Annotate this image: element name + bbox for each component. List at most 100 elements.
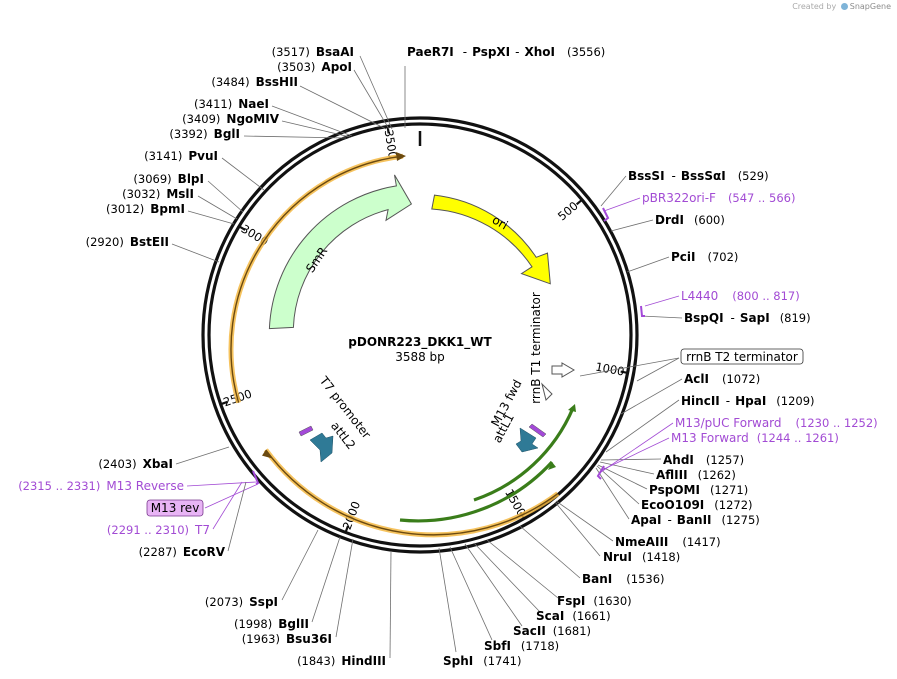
label-bgli[interactable]: (3392)BglI	[169, 127, 240, 141]
label-fspi[interactable]: FspI(1630)	[557, 594, 632, 608]
attl2-feature[interactable]	[309, 432, 334, 463]
leader-blpi	[207, 180, 244, 213]
label-aflii[interactable]: AflIII(1262)	[656, 468, 736, 482]
leader-hincii	[605, 399, 680, 453]
label-pvui[interactable]: (3141)PvuI	[144, 149, 218, 163]
leader-acli	[620, 378, 683, 415]
leader-bani	[519, 525, 581, 579]
label-sphi[interactable]: SphI(1741)	[443, 654, 522, 668]
leader-bsaai	[359, 55, 393, 130]
leader-msli	[197, 195, 238, 220]
label-pcii[interactable]: PciI(702)	[671, 250, 738, 264]
leader-drdi	[610, 219, 654, 232]
label-paer7i[interactable]: PaeR7I-PspXI-XhoI(3556)	[407, 45, 605, 59]
snapgene-credit: Created by SnapGene	[792, 2, 891, 11]
leader-sphi	[438, 547, 457, 653]
label-nmeaiii[interactable]: NmeAIII(1417)	[615, 535, 721, 549]
rrnb-t1-terminator-arrow[interactable]	[551, 362, 575, 378]
leader-bgli	[243, 135, 347, 139]
label-bsteii[interactable]: (2920)BstEII	[86, 235, 169, 249]
orf-arrowhead-left	[396, 152, 406, 161]
leader-bpmi	[187, 210, 235, 225]
orf-green-outer-head	[548, 462, 556, 470]
label-apoi[interactable]: (3503)ApoI	[277, 60, 352, 74]
pbr322ori-primer-mark	[602, 207, 610, 222]
label-msli[interactable]: (3032)MslI	[122, 187, 194, 201]
label-xbai[interactable]: (2403)XbaI	[98, 457, 173, 471]
m13-fwd-feature[interactable]	[528, 423, 547, 438]
leader-t7	[212, 481, 243, 530]
label-ngomiv[interactable]: (3409)NgoMIV	[182, 112, 280, 126]
label-sacii[interactable]: SacII(1681)	[513, 624, 591, 638]
leader-m13fwd	[601, 437, 670, 471]
label-bsu36i[interactable]: (1963)Bsu36I	[242, 632, 332, 646]
label-t7-primer[interactable]: (2291 .. 2310)T7	[107, 523, 210, 537]
orf-green-inner	[473, 407, 575, 502]
leader-pcii	[626, 256, 670, 273]
label-ahdi[interactable]: AhdI(1257)	[663, 453, 744, 467]
label-acli[interactable]: AclI(1072)	[684, 372, 760, 386]
label-bpmi[interactable]: (3012)BpmI	[106, 202, 185, 216]
label-scai[interactable]: ScaI(1661)	[536, 609, 611, 623]
label-bspqi[interactable]: BspQI-SapI(819)	[684, 311, 811, 325]
leader-nrui	[554, 501, 601, 557]
m13-rev-box-label: M13 rev	[151, 501, 200, 515]
backbone-outer-ring	[201, 116, 639, 554]
label-leaders	[171, 55, 683, 659]
label-bani[interactable]: BanI(1536)	[582, 572, 665, 586]
orf-arrowhead-bottom	[262, 449, 273, 459]
attl1-feature[interactable]	[515, 427, 539, 453]
label-naei[interactable]: (3411)NaeI	[194, 97, 269, 111]
label-bsssi[interactable]: BssSI-BssSαI(529)	[628, 169, 769, 183]
rrnb-t2-terminator-box[interactable]	[680, 348, 804, 365]
label-l4440-primer[interactable]: L4440(800 .. 817)	[681, 289, 800, 303]
label-m13-puc-forward-primer[interactable]: M13/pUC Forward(1230 .. 1252)	[675, 416, 878, 430]
l4440-primer-mark	[640, 305, 645, 317]
leader-ahdi	[600, 458, 662, 461]
plasmid-name: pDONR223_DKK1_WT	[348, 335, 492, 350]
label-bsaai[interactable]: (3517)BsaAI	[272, 45, 354, 59]
label-sspi[interactable]: (2073)SspI	[205, 595, 278, 609]
label-apai[interactable]: ApaI-BanII(1275)	[631, 513, 760, 527]
leader-sacii	[464, 543, 523, 627]
rrnb-t1-terminator-small-arrow[interactable]	[541, 382, 553, 401]
smr-feature-arrow[interactable]	[268, 174, 413, 330]
ruler-label-1000: 1000	[594, 360, 625, 379]
label-blpi[interactable]: (3069)BlpI	[133, 172, 204, 186]
leader-ngomiv	[281, 120, 351, 138]
leader-pvui	[221, 157, 265, 191]
leader-aflii	[599, 461, 655, 475]
label-hincii[interactable]: HincII-HpaI(1209)	[681, 394, 815, 408]
label-m13-forward-primer[interactable]: M13 Forward(1244 .. 1261)	[671, 431, 839, 445]
label-hindiii[interactable]: (1843)HindIII	[297, 654, 386, 668]
leader-hindiii	[389, 550, 392, 659]
m13-reverse-primer-mark	[252, 470, 260, 485]
rrnb-t2-terminator-label: rrnB T2 terminator	[686, 350, 798, 364]
label-sbfi[interactable]: SbfI(1718)	[484, 639, 559, 653]
ori-feature-arrow[interactable]	[431, 194, 551, 285]
leader-bspqi	[640, 315, 683, 319]
label-bsshii[interactable]: (3484)BssHII	[211, 75, 298, 89]
label-pbr322ori-primer[interactable]: pBR322ori-F(547 .. 566)	[642, 191, 795, 205]
leader-pbr322ori	[603, 197, 641, 212]
label-bglii[interactable]: (1998)BglII	[234, 617, 309, 631]
t7-promoter-feature[interactable]	[298, 425, 314, 437]
leader-pspomi	[597, 464, 648, 490]
label-drdi[interactable]: DrdI(600)	[655, 213, 725, 227]
leader-sbfi	[449, 546, 493, 641]
m13-rev-box[interactable]	[146, 499, 204, 517]
label-m13-reverse-primer[interactable]: (2315 .. 2331)M13 Reverse	[18, 479, 184, 493]
ruler-tick-500	[575, 198, 584, 206]
leader-rrnbt2	[579, 357, 680, 377]
label-eco0109i[interactable]: EcoO109I(1272)	[641, 498, 753, 512]
leader-m13revbox	[204, 483, 259, 509]
leader-rrnbt2b	[636, 357, 680, 382]
label-pspomi[interactable]: PspOMI(1271)	[649, 483, 748, 497]
leader-eco0109i	[596, 465, 640, 505]
ruler-tick-2000	[344, 525, 350, 534]
label-ecorv[interactable]: (2287)EcoRV	[139, 545, 226, 559]
leader-bsshii	[299, 85, 387, 130]
label-nrui[interactable]: NruI(1418)	[603, 550, 680, 564]
